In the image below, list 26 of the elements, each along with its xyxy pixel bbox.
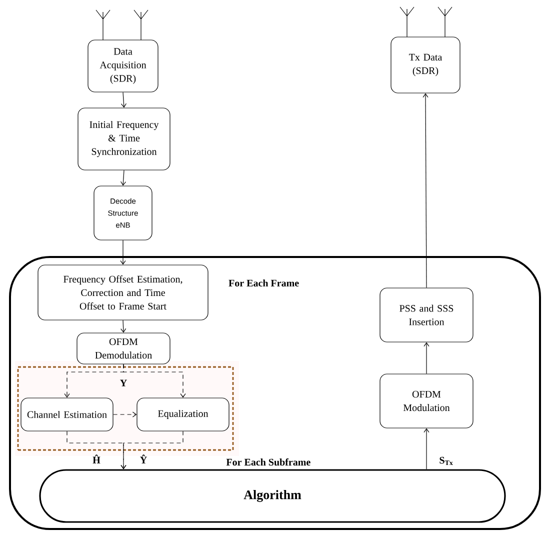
edge-label: Ĥ (92, 454, 100, 464)
process-box: Tx Data (SDR) (390, 36, 460, 94)
process-box: Equalization (136, 398, 230, 432)
process-box: OFDM Modulation (380, 374, 474, 428)
arrow (120, 170, 126, 186)
arrow (120, 431, 184, 470)
arrow (422, 93, 428, 288)
arrow (123, 364, 186, 398)
arrow (66, 431, 126, 470)
edge-label: Ŷ (140, 454, 147, 464)
arrow (424, 342, 430, 374)
process-box: Initial Frequency & Time Synchronization (78, 108, 170, 170)
arrow (424, 428, 430, 470)
process-box: Channel Estimation (20, 398, 114, 432)
process-box: Data Acquisition (SDR) (88, 40, 158, 92)
process-box: OFDM Demodulation (76, 332, 170, 364)
process-box: PSS and SSS Insertion (380, 288, 474, 342)
edge-label: S$_{Tx}$ (440, 456, 453, 466)
algorithm-box: Algorithm (39, 469, 506, 523)
arrow (120, 240, 126, 265)
loop-label: For Each Subframe (226, 458, 310, 466)
arrow (120, 92, 127, 108)
process-box: Frequency Offset Estimation, Correction and Time Offset to Frame Start (38, 264, 208, 320)
arrow (113, 412, 137, 418)
arrow (120, 320, 126, 333)
edge-label: Y (120, 380, 127, 386)
